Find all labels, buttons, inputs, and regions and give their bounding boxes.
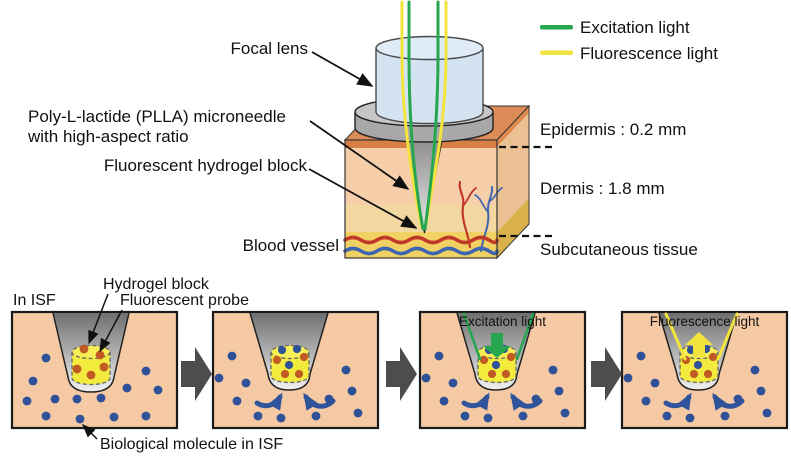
step-arrows (181, 347, 622, 401)
fluorescence-legend-swatch (540, 50, 573, 55)
excitation-ray-right (423, 0, 440, 231)
in-isf-label: In ISF (13, 292, 56, 309)
panel-4-fluorescence-label: Fluorescence light (649, 314, 760, 329)
biological-molecule-label: Biological molecule in ISF (100, 436, 284, 453)
excitation-down-arrow (483, 333, 511, 358)
epidermis-side-face (497, 106, 529, 147)
biological-molecule-arrow (82, 424, 98, 440)
subcutaneous-side-face (497, 198, 529, 258)
hydrogel-block-arrow (88, 293, 109, 345)
fluorescent-probes (272, 352, 309, 379)
panel-3-excitation-label: Excitation light (458, 314, 547, 329)
blue-capillary-branch2 (489, 187, 503, 202)
step-arrow-2 (386, 347, 417, 401)
biological-molecules (214, 351, 363, 423)
excitation-legend-label: Excitation light (580, 18, 690, 37)
hydrogel-block (270, 344, 310, 384)
annotation-arrows (308, 51, 418, 229)
excitation-legend-swatch (540, 25, 573, 30)
epidermis-label: Epidermis : 0.2 mm (540, 120, 687, 139)
excitation-ray-left (407, 0, 425, 231)
blood-vessels (343, 235, 499, 256)
dermis-label: Dermis : 1.8 mm (540, 179, 665, 198)
depth-boundary-lines (499, 145, 556, 238)
step-arrow-3 (591, 347, 622, 401)
hydrogel-block (71, 344, 111, 386)
captured-molecules (277, 344, 302, 370)
fluorescence-beams (664, 312, 739, 361)
fluorescent-probes (72, 344, 109, 380)
subcutaneous-label: Subcutaneous tissue (540, 240, 698, 259)
artery-wavy-line (343, 235, 499, 245)
microneedle-arrow (309, 120, 410, 190)
panel-1 (22, 293, 163, 440)
light-rays (400, 0, 448, 231)
fluorescence-up-arrow (685, 332, 713, 357)
excitation-beams (462, 312, 535, 361)
focal-lens (375, 35, 484, 125)
panel-4-fluorescence (664, 312, 739, 361)
step-arrow-1 (181, 347, 212, 401)
focal-lens-arrow (311, 51, 374, 87)
dermis-side-face (497, 113, 529, 232)
fluorescent-probe-label: Fluorescent probe (120, 292, 249, 309)
blue-capillary-branch (474, 194, 489, 213)
vein-wavy-line (343, 246, 499, 256)
fluorescence-legend-label: Fluorescence light (580, 44, 718, 63)
focal-lens-label: Focal lens (230, 39, 308, 58)
hydrogel-arrow (308, 168, 418, 229)
panel-2 (214, 312, 363, 423)
microneedle-label-line2: with high-aspect ratio (28, 127, 189, 146)
hydrogel-label: Fluorescent hydrogel block (103, 156, 307, 175)
hydrogel-block-label: Hydrogel block (103, 276, 209, 293)
panel-3-excitation (462, 312, 535, 361)
blood-vessel-label: Blood vessel (242, 236, 339, 255)
biological-molecules (22, 353, 163, 424)
fluorescent-probe-arrow (99, 309, 123, 353)
panel-1-label-arrows (82, 293, 123, 440)
red-capillary-branch (462, 187, 477, 207)
microneedle-label-line1: Poly-L-lactide (PLLA) microneedle (28, 107, 286, 126)
